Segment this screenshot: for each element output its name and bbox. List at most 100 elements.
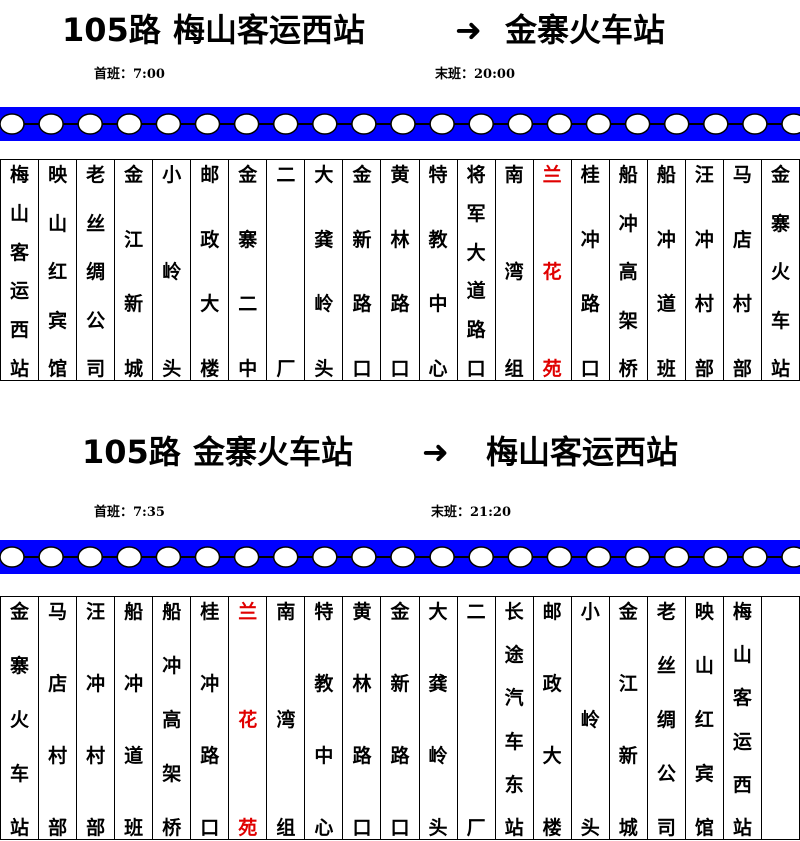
stop-marker: [546, 113, 573, 135]
stop-marker: [468, 546, 494, 568]
stop-marker: [429, 546, 455, 568]
stop-marker: [0, 546, 25, 568]
last-bus-label: 末班：: [431, 505, 471, 520]
arrow-right-icon: ➜: [422, 433, 449, 471]
stop-marker: [663, 546, 690, 568]
route-line-graphic: [0, 540, 800, 574]
stop-marker: [116, 113, 143, 135]
stop-column: 将军大道路口: [458, 160, 496, 380]
stop-column: 兰花苑: [229, 597, 268, 839]
stop-column: 特教中心: [420, 160, 458, 380]
stop-column: 汪冲村部: [77, 597, 116, 839]
stop-column: 二厂: [458, 597, 496, 839]
stop-column: 梅山客运西站: [724, 597, 762, 839]
last-bus-label: 末班：: [435, 67, 475, 82]
origin-station: 梅山客运西站: [173, 11, 366, 49]
stop-marker: [233, 113, 260, 135]
stop-column: 船冲道班: [648, 160, 686, 380]
stop-column: 老丝绸公司: [648, 597, 686, 839]
stop-marker: [742, 113, 768, 135]
stop-marker: [155, 546, 182, 568]
stop-column: 二厂: [267, 160, 306, 380]
first-bus-time: 7:00: [133, 67, 165, 82]
schedule-times: 首班：7:00 末班：20:00: [0, 63, 800, 83]
stop-table: 梅山客运西站映山红宾馆老丝绸公司金江新城小岭头邮政大楼金寨二中二厂大龚岭头金新路…: [0, 159, 800, 381]
route-number: 105路: [62, 11, 161, 49]
stop-column: 桂冲路口: [191, 597, 230, 839]
last-bus-time: 21:20: [470, 505, 511, 520]
stop-column: 南湾组: [496, 160, 534, 380]
stop-marker: [624, 113, 651, 135]
stop-marker: [77, 113, 103, 135]
schedule-times: 首班：7:35 末班：21:20: [0, 501, 800, 521]
stop-marker: [663, 113, 690, 135]
stop-column: 马店村部: [724, 160, 762, 380]
stop-column: 桂冲路口: [572, 160, 610, 380]
stop-column: 映山红宾馆: [686, 597, 724, 839]
stop-marker: [781, 546, 800, 568]
stop-column: 金新路口: [381, 597, 420, 839]
stop-column: 老丝绸公司: [77, 160, 116, 380]
first-bus: 首班：7:00: [94, 63, 165, 82]
stop-column: 大龚岭头: [305, 160, 344, 380]
route-line-graphic: [0, 107, 800, 141]
route-line-band: [0, 540, 800, 574]
stop-column: 大龚岭头: [420, 597, 458, 839]
destination-station: 梅山客运西站: [486, 433, 679, 471]
stop-column: 小岭头: [572, 597, 610, 839]
stop-column: 船冲高架桥: [610, 160, 648, 380]
stop-marker: [272, 113, 299, 135]
stop-marker: [429, 113, 455, 135]
stop-marker: [585, 546, 612, 568]
stop-marker: [312, 113, 338, 135]
stop-column: 船冲道班: [115, 597, 154, 839]
stop-marker: [38, 113, 64, 135]
stop-marker: [77, 546, 103, 568]
stop-column: 兰花苑: [534, 160, 572, 380]
route-title: 105路 梅山客运西站 ➜ 金寨火车站: [0, 8, 800, 58]
stop-column: 金寨火车站: [762, 160, 800, 380]
last-bus: 末班：20:00: [435, 63, 515, 82]
stop-marker: [0, 113, 25, 135]
stop-column: 黄林路口: [343, 597, 382, 839]
arrow-right-icon: ➜: [455, 11, 482, 49]
first-bus: 首班：7:35: [94, 501, 165, 520]
stop-marker: [351, 113, 377, 135]
stop-column: 长途汽车东站: [496, 597, 534, 839]
stop-column: 汪冲村部: [686, 160, 724, 380]
origin-station: 金寨火车站: [193, 433, 354, 471]
stop-marker: [624, 546, 651, 568]
stop-column: 船冲高架桥: [153, 597, 192, 839]
stop-marker: [546, 546, 573, 568]
stop-marker: [468, 113, 494, 135]
last-bus: 末班：21:20: [431, 501, 511, 520]
stop-column: 金寨火车站: [1, 597, 40, 839]
stop-marker: [703, 113, 729, 135]
stop-marker: [233, 546, 260, 568]
stop-column: 邮政大楼: [191, 160, 230, 380]
stop-column-empty: [762, 597, 800, 839]
stop-column: 南湾组: [267, 597, 306, 839]
stop-column: 金江新城: [610, 597, 648, 839]
stop-marker: [585, 113, 612, 135]
stop-column: 梅山客运西站: [1, 160, 40, 380]
stop-column: 特教中心: [305, 597, 344, 839]
stop-column: 黄林路口: [381, 160, 420, 380]
stop-marker: [507, 546, 534, 568]
first-bus-time: 7:35: [133, 505, 165, 520]
stop-marker: [38, 546, 64, 568]
stop-marker: [742, 546, 768, 568]
stop-marker: [194, 546, 221, 568]
last-bus-time: 20:00: [474, 67, 515, 82]
destination-station: 金寨火车站: [505, 11, 666, 49]
stop-marker: [194, 113, 221, 135]
route-section-outbound: 105路 梅山客运西站 ➜ 金寨火车站 首班：7:00 末班：20:00 梅山客…: [0, 0, 800, 400]
route-line-band: [0, 107, 800, 141]
stop-column: 映山红宾馆: [39, 160, 78, 380]
first-bus-label: 首班：: [94, 505, 134, 520]
stop-column: 邮政大楼: [534, 597, 572, 839]
stop-marker: [507, 113, 534, 135]
first-bus-label: 首班：: [94, 67, 134, 82]
stop-marker: [390, 546, 416, 568]
